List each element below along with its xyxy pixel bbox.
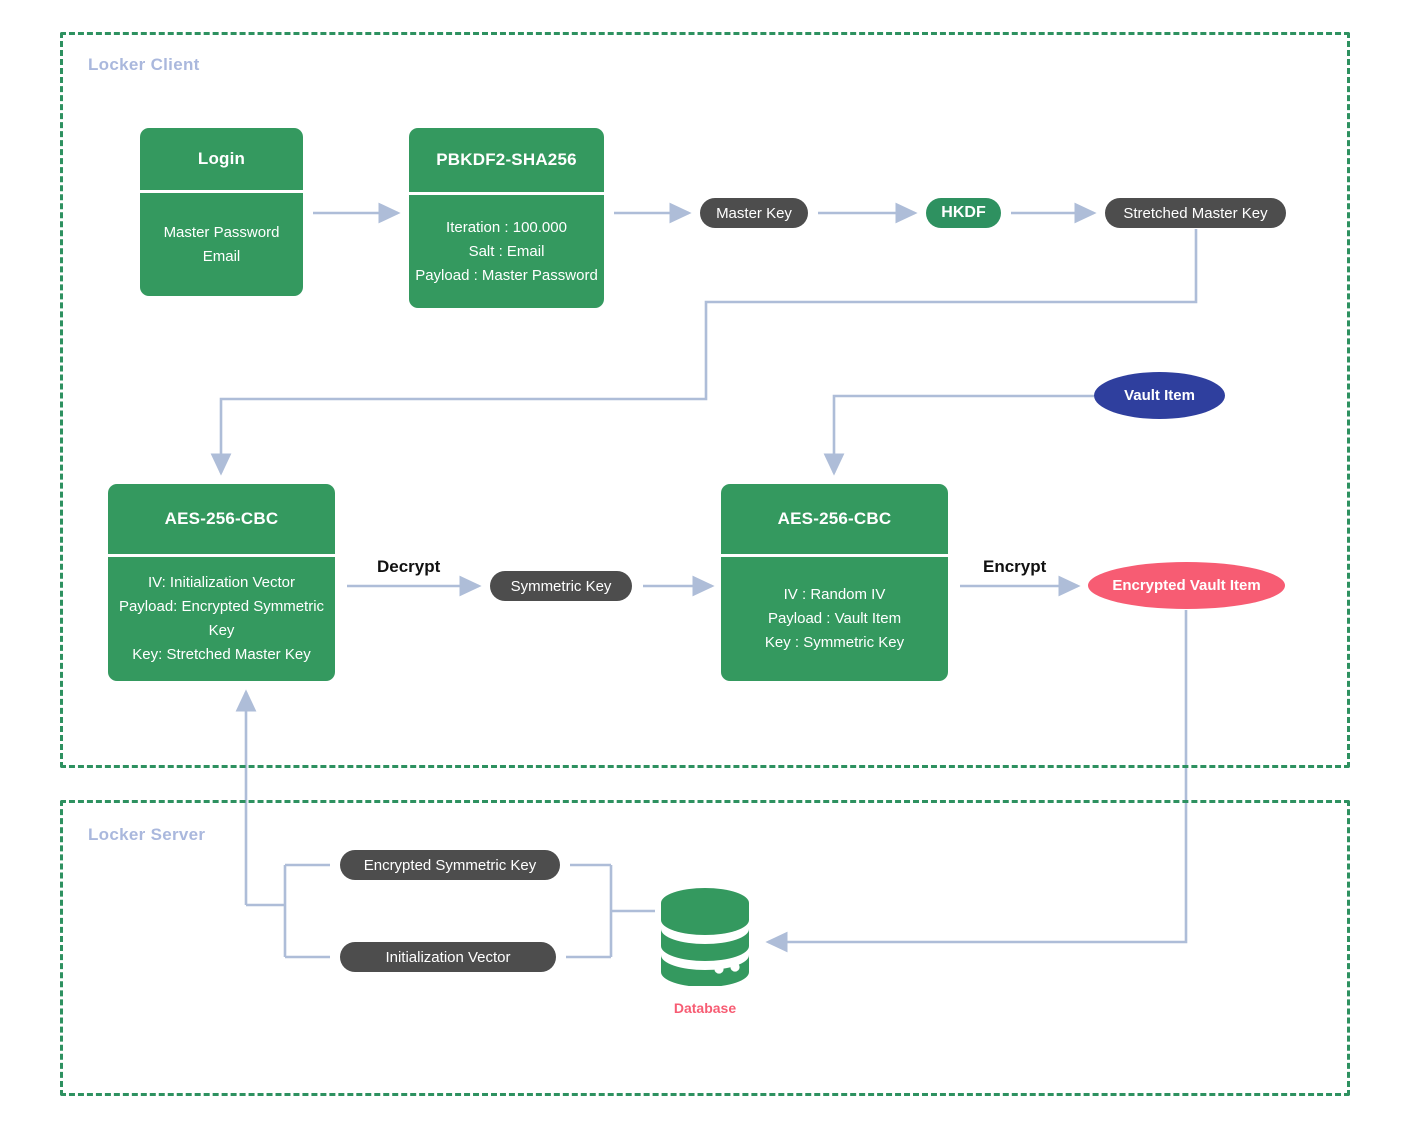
pbkdf2-box-body: Iteration : 100.000 Salt : Email Payload… [409, 195, 604, 308]
node-login-box[interactable]: Login Master Password Email [140, 128, 303, 296]
database-label: Database [673, 1000, 737, 1016]
aes-decrypt-line-key: Key: Stretched Master Key [132, 646, 311, 663]
login-box-body: Master Password Email [140, 193, 303, 296]
node-initialization-vector-pill[interactable]: Initialization Vector [340, 942, 556, 972]
node-master-key-pill[interactable]: Master Key [700, 198, 808, 228]
node-aes-encrypt-box[interactable]: AES-256-CBC IV : Random IV Payload : Vau… [721, 484, 948, 681]
login-line-master-password: Master Password [163, 223, 280, 241]
node-aes-decrypt-box[interactable]: AES-256-CBC IV: Initialization Vector Pa… [108, 484, 335, 681]
aes-encrypt-line-iv: IV : Random IV [783, 586, 886, 603]
aes-encrypt-box-title: AES-256-CBC [721, 484, 948, 557]
login-box-title: Login [140, 128, 303, 193]
edge-label-encrypt: Encrypt [983, 557, 1047, 576]
zone-locker-client [60, 32, 1350, 768]
pbkdf2-line-salt: Salt : Email [468, 242, 545, 260]
zone-label-locker-server: Locker Server [88, 825, 206, 844]
aes-decrypt-line-iv: IV: Initialization Vector [147, 574, 296, 591]
node-hkdf-pill[interactable]: HKDF [926, 198, 1001, 228]
aes-decrypt-line-payload: Payload: Encrypted Symmetric Key [118, 598, 325, 639]
aes-encrypt-line-payload: Payload : Vault Item [767, 610, 902, 627]
pbkdf2-line-iteration: Iteration : 100.000 [446, 218, 567, 236]
zone-locker-server [60, 800, 1350, 1096]
node-vault-item-ellipse[interactable]: Vault Item [1094, 372, 1225, 419]
aes-encrypt-box-body: IV : Random IV Payload : Vault Item Key … [721, 557, 948, 681]
pbkdf2-box-title: PBKDF2-SHA256 [409, 128, 604, 195]
pbkdf2-line-payload: Payload : Master Password [415, 266, 598, 284]
aes-decrypt-box-body: IV: Initialization Vector Payload: Encry… [108, 557, 335, 681]
database-cylinder-icon [661, 888, 749, 987]
node-stretched-master-key-pill[interactable]: Stretched Master Key [1105, 198, 1286, 228]
database-status-dot-2 [730, 962, 740, 972]
node-pbkdf2-box[interactable]: PBKDF2-SHA256 Iteration : 100.000 Salt :… [409, 128, 604, 308]
node-encrypted-vault-item-ellipse[interactable]: Encrypted Vault Item [1088, 562, 1285, 609]
aes-encrypt-line-key: Key : Symmetric Key [764, 634, 905, 651]
zone-label-locker-client: Locker Client [88, 55, 200, 74]
edge-label-decrypt: Decrypt [377, 557, 441, 576]
login-line-email: Email [202, 247, 241, 265]
database-icon-wrap[interactable] [655, 886, 755, 987]
database-status-dot-1 [714, 964, 724, 974]
node-encrypted-symmetric-key-pill[interactable]: Encrypted Symmetric Key [340, 850, 560, 880]
aes-decrypt-box-title: AES-256-CBC [108, 484, 335, 557]
node-symmetric-key-pill[interactable]: Symmetric Key [490, 571, 632, 601]
